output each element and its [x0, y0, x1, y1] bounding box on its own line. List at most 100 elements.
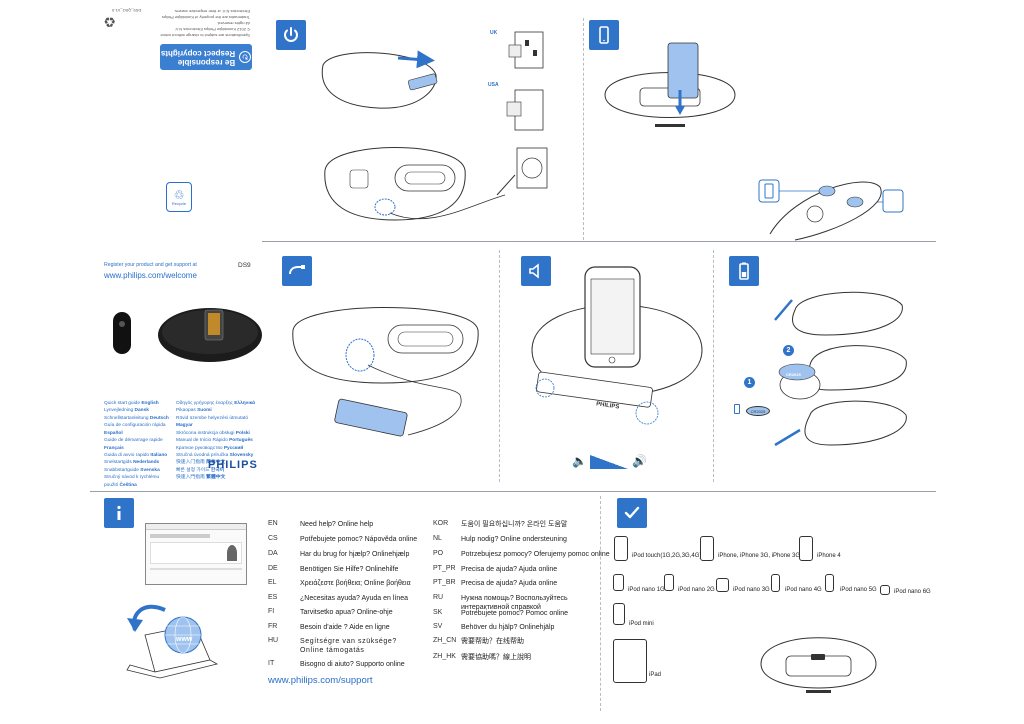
row-divider-1 — [262, 241, 936, 242]
help-text: Potrzebujesz pomocy? Oferujemy pomoc onl… — [461, 551, 610, 558]
device-nano3: iPod nano 3G — [733, 587, 770, 593]
dock-iphone-illustration — [604, 42, 736, 127]
lang-code: KOR — [433, 520, 449, 527]
lang-item: Οδηγός γρήγορης έναρξης Ελληνικά — [176, 401, 256, 406]
lang-code: CS — [268, 535, 278, 542]
lang-code: RU — [433, 594, 444, 601]
help-text: Potrebujete pomoc? Pomoc online — [461, 610, 569, 617]
aux-connection-illustration — [292, 307, 479, 437]
lang-item: 快速入门指南 简体中文 — [176, 460, 226, 466]
device-mini: iPod mini — [629, 621, 654, 627]
ipod-nano4-icon — [771, 574, 780, 592]
lang-code: FI — [268, 608, 275, 615]
lang-code: NL — [433, 535, 442, 542]
ipod-nano6-icon — [880, 585, 890, 595]
help-row: ES¿Necesitas ayuda? Ayuda en línea — [268, 594, 408, 603]
plug-label-usa: USA — [488, 82, 499, 88]
device-ipad: iPad — [649, 672, 662, 678]
lang-item: Manual de Início Rápido Português — [176, 438, 253, 444]
help-text: Precisa de ajuda? Ajuda online — [461, 580, 558, 587]
help-row: FI Tarvitsetko apua? Online-ohje — [268, 608, 393, 617]
iphone-icon — [700, 536, 714, 561]
device-iphone4: iPhone 4 — [817, 553, 841, 559]
lang-code: SK — [433, 609, 443, 616]
lang-code: FR — [268, 623, 278, 630]
speaker-volume-illustration — [531, 266, 703, 425]
row-divider-2 — [90, 491, 936, 492]
support-url[interactable]: www.philips.com/support — [268, 675, 373, 686]
lang-item: Skrócona instrukcja obsługi Polski — [176, 430, 250, 436]
dock-speaker-illustration — [760, 637, 877, 693]
lang-code: EL — [268, 579, 277, 586]
power-icon — [284, 27, 298, 42]
help-row: EL Χρειάζεστε βοήθεια; Online βοήθεια — [268, 579, 411, 588]
lang-code: PT_PR — [433, 565, 456, 572]
dock-step-box — [589, 20, 619, 50]
remote-illustration — [758, 179, 904, 241]
lang-code: ZH_HK — [433, 653, 456, 660]
help-text: Behöver du hjälp? Onlinehjälp — [461, 624, 555, 631]
respect-banner: ↻ Be responsible Respect copyrights — [160, 44, 252, 70]
help-row: SK Potrebujete pomoc? Pomoc online — [433, 609, 568, 618]
legal-text: Specifications are subject to change wit… — [150, 8, 250, 38]
small-battery-icon — [734, 404, 740, 414]
help-link[interactable]: Need help? Online help — [300, 521, 374, 528]
www-label: www — [176, 636, 193, 643]
lang-item: Stručná úvodná príručka Slovensky — [176, 452, 254, 458]
lang-item: Stručný návod k rychlému použití Čeština — [104, 475, 160, 488]
lang-item: Quick start guide English — [104, 401, 159, 406]
battery-step-box — [729, 256, 759, 286]
ipod-mini-icon — [613, 603, 625, 625]
register-text: Register your product and get support at — [104, 262, 197, 268]
legal-line: Trademarks are the property of Koninklij… — [161, 15, 250, 20]
product-photo — [113, 308, 262, 362]
lang-item: Guida di avvio rapido Italiano — [104, 452, 168, 458]
ipod-nano3-icon — [716, 578, 729, 592]
help-text: 需要協助嗎？線上說明 — [461, 654, 531, 661]
copyright-icon: ↻ — [239, 51, 252, 63]
lang-code: DA — [268, 550, 278, 557]
lang-code: ES — [268, 594, 278, 601]
help-text: Tarvitsetko apua? Online-ohje — [300, 609, 393, 616]
step-badge-2: 2 — [783, 345, 794, 356]
register-url[interactable]: www.philips.com/welcome — [104, 271, 197, 280]
phone-icon — [599, 26, 609, 44]
device-iphone: iPhone, iPhone 3G, iPhone 3GS — [718, 553, 805, 559]
device-nano4: iPod nano 4G — [785, 587, 822, 593]
battery-icon — [739, 262, 749, 280]
volume-step-box — [521, 256, 551, 286]
lang-code: PO — [433, 550, 444, 557]
help-text: Χρειάζεστε βοήθεια; Online βοήθεια — [300, 580, 411, 587]
lang-item: Snabbstartguide Svenska — [104, 467, 160, 473]
col-divider-mid-2 — [713, 250, 714, 482]
ipod-nano2-icon — [664, 574, 674, 591]
ipod-touch-icon — [614, 536, 628, 561]
device-nano1: iPod nano 1G — [628, 587, 665, 593]
power-step-box — [276, 20, 306, 50]
check-icon — [624, 506, 640, 519]
recycle-logo: ♲ Recycle — [166, 182, 192, 212]
lang-item: 빠른 설정 가이드 한국어 — [176, 467, 225, 473]
speaker-cover-illustration — [321, 50, 438, 109]
col-divider-top — [583, 18, 584, 240]
help-row: PO Potrzebujesz pomocy? Oferujemy pomoc o… — [433, 550, 610, 559]
lang-item: Guía de configuración rápida Español — [104, 423, 166, 436]
col-divider-bottom — [600, 496, 601, 711]
volume-up-icon: 🔊 — [632, 454, 647, 468]
lang-item: Краткое руководство Русский — [176, 445, 244, 451]
volume-bar — [590, 455, 628, 469]
ipod-nano1-icon — [613, 574, 624, 591]
respect-title: Be responsible — [177, 57, 236, 67]
lang-item: Rövid üzembe helyezési útmutató Magyar — [176, 415, 248, 429]
legal-line: Specifications are subject to change wit… — [160, 33, 250, 38]
help-text: Bisogno di aiuto? Supporto online — [300, 661, 405, 668]
respect-subtitle: Respect copyrights — [160, 49, 236, 58]
